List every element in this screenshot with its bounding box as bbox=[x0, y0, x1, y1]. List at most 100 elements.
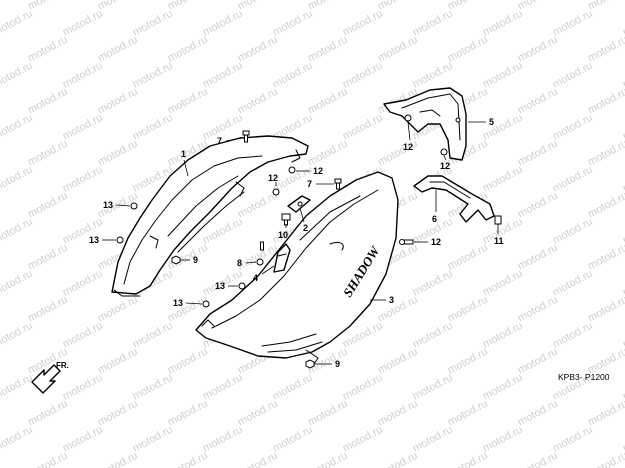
watermark-text: motod.ru bbox=[411, 8, 455, 39]
callout-label-10: 10 bbox=[278, 230, 288, 240]
watermark-text: motod.ru bbox=[96, 138, 140, 169]
watermark-text: motod.ru bbox=[551, 424, 595, 455]
watermark-text: motod.ru bbox=[341, 112, 385, 143]
watermark-text: motod.ru bbox=[446, 398, 490, 429]
callout-label-12b: 12 bbox=[268, 173, 278, 183]
callout-12-b: 12 bbox=[268, 173, 278, 186]
watermark-text: motod.ru bbox=[586, 190, 625, 221]
watermark-text: motod.ru bbox=[96, 0, 140, 13]
screw-12-d bbox=[440, 148, 448, 156]
watermark-text: motod.ru bbox=[26, 86, 70, 117]
watermark-text: motod.ru bbox=[0, 60, 35, 91]
watermark-text: motod.ru bbox=[131, 424, 175, 455]
watermark-text: motod.ru bbox=[166, 0, 210, 13]
callout-label-8: 8 bbox=[237, 258, 242, 268]
callout-label-5: 5 bbox=[489, 117, 494, 127]
screw-12-c bbox=[404, 114, 412, 122]
part-3-right-side-cover: SHADOW bbox=[195, 171, 399, 365]
callout-label-13c: 13 bbox=[173, 298, 183, 308]
watermark-text: motod.ru bbox=[551, 8, 595, 39]
watermark-text: motod.ru bbox=[236, 190, 280, 221]
watermark-text: motod.ru bbox=[0, 372, 35, 403]
watermark-text: motod.ru bbox=[586, 34, 625, 65]
part-1-left-side-cover bbox=[111, 135, 309, 297]
watermark-text: motod.ru bbox=[26, 34, 70, 65]
watermark-text: motod.ru bbox=[61, 8, 105, 39]
part-2-bracket bbox=[287, 195, 311, 213]
screw-12-e bbox=[399, 239, 414, 245]
watermark-text: motod.ru bbox=[376, 294, 420, 325]
watermark-text: motod.ru bbox=[516, 242, 560, 273]
watermark-text: motod.ru bbox=[201, 60, 245, 91]
watermark-text: motod.ru bbox=[0, 8, 35, 39]
part-4-stay bbox=[273, 243, 291, 273]
watermark-text: motod.ru bbox=[551, 112, 595, 143]
watermark-text: motod.ru bbox=[306, 86, 350, 117]
watermark-text: motod.ru bbox=[341, 372, 385, 403]
diagram-code: KPB3- P1200 bbox=[558, 372, 610, 382]
watermark-text: motod.ru bbox=[376, 398, 420, 429]
watermark-text: motod.ru bbox=[236, 450, 280, 468]
watermark-text: motod.ru bbox=[341, 8, 385, 39]
watermark-text: motod.ru bbox=[201, 424, 245, 455]
watermark-text: motod.ru bbox=[61, 164, 105, 195]
callout-12-a: 12 bbox=[296, 166, 323, 176]
clip-12-f bbox=[260, 241, 264, 251]
watermark-text: motod.ru bbox=[516, 346, 560, 377]
screw-13-b bbox=[116, 236, 124, 244]
watermark-text: motod.ru bbox=[446, 346, 490, 377]
bolt-7-upper bbox=[242, 130, 250, 143]
watermark-text: motod.ru bbox=[516, 294, 560, 325]
watermark-text: motod.ru bbox=[61, 424, 105, 455]
watermark-text: motod.ru bbox=[376, 138, 420, 169]
watermark-text: motod.ru bbox=[166, 34, 210, 65]
watermark-text: motod.ru bbox=[411, 372, 455, 403]
callout-9-upper: 9 bbox=[180, 255, 198, 265]
watermark-text: motod.ru bbox=[306, 398, 350, 429]
watermark-text: motod.ru bbox=[586, 242, 625, 273]
watermark-text: motod.ru bbox=[0, 164, 35, 195]
watermark-text: motod.ru bbox=[516, 86, 560, 117]
watermark-text: motod.ru bbox=[446, 34, 490, 65]
callout-4: 4 bbox=[253, 265, 275, 283]
callout-9-lower: 9 bbox=[314, 359, 340, 369]
watermark-text: motod.ru bbox=[481, 164, 525, 195]
watermark-text: motod.ru bbox=[96, 450, 140, 468]
watermark-text: motod.ru bbox=[551, 320, 595, 351]
watermark-text: motod.ru bbox=[26, 294, 70, 325]
watermark-text: motod.ru bbox=[551, 164, 595, 195]
screw-13-c bbox=[202, 300, 210, 308]
watermark-text: motod.ru bbox=[271, 424, 315, 455]
watermark-text: motod.ru bbox=[131, 8, 175, 39]
callout-5: 5 bbox=[468, 117, 494, 127]
callout-label-12d: 12 bbox=[440, 161, 450, 171]
watermark-text: motod.ru bbox=[551, 60, 595, 91]
screw-12-b bbox=[272, 188, 280, 196]
watermark-text: motod.ru bbox=[166, 346, 210, 377]
watermark-text: motod.ru bbox=[446, 450, 490, 468]
watermark-text: motod.ru bbox=[236, 0, 280, 13]
watermark-text: motod.ru bbox=[481, 112, 525, 143]
watermark-text: motod.ru bbox=[376, 0, 420, 13]
watermark-text: motod.ru bbox=[96, 398, 140, 429]
fr-label: FR. bbox=[56, 361, 69, 370]
watermark-text: motod.ru bbox=[166, 86, 210, 117]
screw-13-a bbox=[130, 202, 138, 210]
watermark-text: motod.ru bbox=[516, 0, 560, 13]
watermark-text: motod.ru bbox=[586, 450, 625, 468]
callout-label-12a: 12 bbox=[313, 166, 323, 176]
watermark-text: motod.ru bbox=[341, 60, 385, 91]
grommet-11 bbox=[494, 215, 502, 225]
callout-label-13a: 13 bbox=[103, 200, 113, 210]
nut-9-a bbox=[171, 255, 181, 265]
watermark-text: motod.ru bbox=[481, 60, 525, 91]
watermark-text: motod.ru bbox=[26, 138, 70, 169]
watermark-text: motod.ru bbox=[481, 320, 525, 351]
watermark-text: motod.ru bbox=[516, 450, 560, 468]
callout-12-c: 12 bbox=[403, 121, 413, 152]
callout-7-upper: 7 bbox=[217, 136, 243, 146]
watermark-text: motod.ru bbox=[376, 34, 420, 65]
watermark-text: motod.ru bbox=[411, 60, 455, 91]
watermark-text: motod.ru bbox=[61, 60, 105, 91]
callout-3: 3 bbox=[370, 295, 394, 305]
